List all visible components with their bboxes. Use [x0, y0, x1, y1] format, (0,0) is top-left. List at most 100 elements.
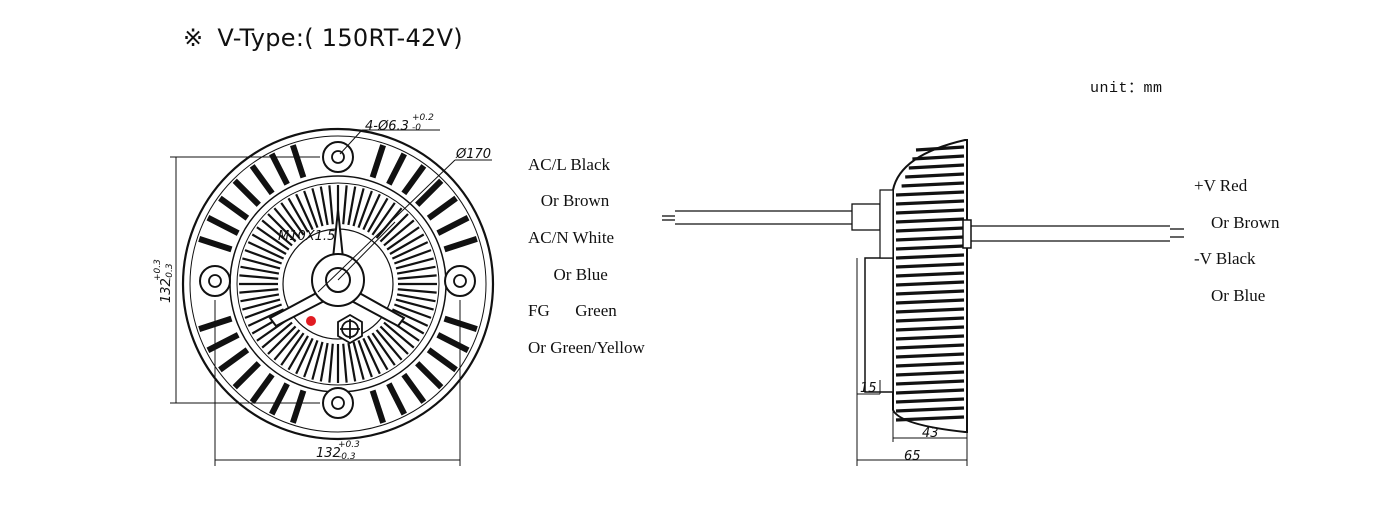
diameter-label: Ø170	[455, 147, 491, 162]
side-fin	[895, 262, 965, 269]
height-dimension	[170, 156, 320, 404]
inner-fin	[396, 265, 436, 275]
inner-fin	[267, 213, 297, 243]
width-tol-plus: +0.3	[338, 440, 360, 450]
inner-fin	[362, 337, 381, 375]
inner-fin	[240, 265, 280, 275]
inner-fin	[379, 325, 409, 355]
inner-fin	[280, 202, 305, 236]
outer-fin	[415, 178, 444, 207]
unit-label: unit：mm	[1090, 80, 1163, 97]
output-wire-negative: -V Black	[1194, 249, 1256, 268]
inner-fin	[319, 186, 329, 226]
hole-tol-minus: -0	[412, 123, 421, 133]
diagram-title: ※V-Type:( 150RT-42V)	[183, 24, 463, 52]
outer-fin	[218, 347, 250, 373]
outer-fin	[369, 389, 386, 424]
side-fin	[895, 226, 965, 233]
outer-fin	[269, 152, 290, 186]
inner-fin	[396, 293, 436, 303]
inner-fin	[251, 233, 287, 255]
outer-fin	[401, 372, 427, 404]
side-fin	[895, 388, 965, 395]
side-fin	[895, 334, 965, 341]
hole-leader	[339, 129, 363, 155]
mounting-hole-bottom	[322, 387, 354, 419]
dim-43-label: 43	[922, 426, 939, 441]
inner-fin	[391, 241, 429, 260]
output-wire-positive-alt: Or Brown	[1194, 213, 1280, 232]
side-fin	[895, 343, 965, 350]
inner-fin	[395, 298, 434, 311]
side-fin	[895, 397, 965, 404]
output-wire-positive: +V Red	[1194, 176, 1248, 195]
side-fin	[901, 181, 965, 188]
outer-fin	[386, 382, 407, 416]
side-fin	[905, 172, 965, 179]
width-tol-minus: -0.3	[338, 452, 356, 462]
side-fin	[895, 244, 965, 251]
housing-outline	[181, 127, 495, 441]
hook-hub-inner	[325, 267, 351, 293]
inner-fin	[244, 303, 282, 319]
outer-fin	[436, 332, 470, 353]
input-wire-acl: AC/L Black	[528, 155, 610, 174]
inner-fin	[240, 293, 280, 303]
input-wire-acl-alt: Or Brown	[528, 191, 610, 210]
inner-fin	[357, 340, 373, 378]
mounting-hole-top	[322, 141, 354, 173]
side-fin	[915, 145, 965, 152]
side-fin	[895, 415, 965, 422]
outer-fin	[443, 315, 478, 332]
inner-fin	[397, 274, 437, 280]
inner-fin	[367, 335, 389, 371]
inner-fin	[295, 193, 314, 231]
inner-fin	[273, 329, 301, 361]
outer-fin	[443, 236, 478, 253]
inner-fin	[342, 185, 348, 225]
height-tol-minus: -0.3	[165, 263, 175, 281]
outer-fin	[206, 215, 240, 236]
outer-fin	[415, 361, 444, 390]
inner-fin	[247, 241, 285, 260]
side-fin	[895, 361, 965, 368]
diameter-leader	[317, 159, 456, 293]
side-fin	[912, 154, 965, 161]
side-view	[662, 139, 1184, 466]
inner-fin	[267, 325, 297, 355]
inner-fin	[319, 342, 329, 382]
side-fin	[895, 325, 965, 332]
side-fin	[895, 316, 965, 323]
height-dim-label: 132	[159, 278, 174, 303]
input-wire-fg-alt: Or Green/Yellow	[528, 338, 645, 357]
inner-fin	[352, 341, 365, 380]
inner-fin	[394, 249, 432, 265]
side-fin	[895, 280, 965, 287]
side-fin	[895, 406, 965, 413]
inner-fin	[256, 226, 290, 251]
inner-fin	[261, 321, 293, 349]
inner-fin	[347, 342, 357, 382]
inner-fin	[367, 197, 389, 233]
inner-fin	[347, 186, 357, 226]
inner-fin	[303, 190, 319, 228]
input-cable	[662, 203, 881, 231]
outer-fin	[436, 215, 470, 236]
side-fin	[895, 217, 965, 224]
inner-fin	[362, 193, 381, 231]
side-fin	[895, 190, 965, 197]
hole-note: 4-Ø6.3	[365, 119, 409, 134]
inner-fin	[295, 337, 314, 375]
inner-fin	[342, 343, 348, 383]
side-fin	[895, 352, 965, 359]
outer-fin	[198, 236, 233, 253]
inner-fin	[239, 288, 279, 294]
mounting-hole-left	[199, 265, 231, 297]
output-wire-negative-alt: Or Blue	[1194, 286, 1266, 305]
inner-fin	[371, 202, 396, 236]
inner-fin	[389, 233, 425, 255]
side-fin	[895, 379, 965, 386]
inner-fin	[247, 308, 285, 327]
outer-fins	[198, 144, 478, 424]
outer-fin	[206, 332, 240, 353]
